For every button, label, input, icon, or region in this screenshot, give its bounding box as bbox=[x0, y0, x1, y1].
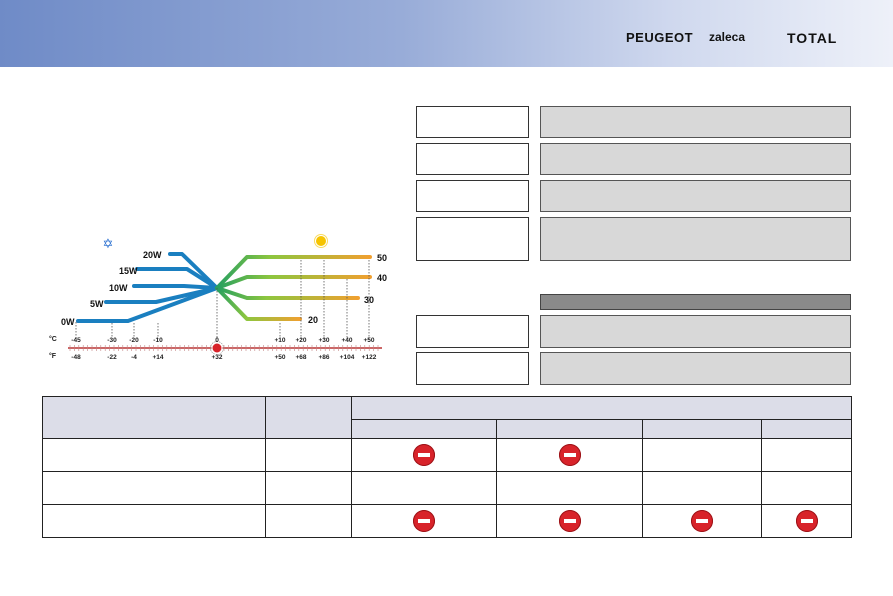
celsius-tick-label: +30 bbox=[318, 337, 329, 344]
spec-value-box-5 bbox=[540, 315, 851, 348]
winter-grade-label: 0W bbox=[61, 317, 75, 327]
table-header-cell-2 bbox=[265, 396, 352, 439]
snowflake-icon: ✡ bbox=[103, 236, 114, 251]
total-logo: TOTAL bbox=[787, 30, 838, 46]
celsius-tick-label: +50 bbox=[363, 337, 374, 344]
table-row bbox=[42, 504, 852, 538]
table-cell bbox=[265, 438, 352, 472]
summer-grade-line-50 bbox=[215, 255, 372, 290]
restriction-cell bbox=[496, 438, 643, 472]
spec-value-box-3 bbox=[540, 180, 851, 212]
summer-grade-label: 50 bbox=[377, 253, 387, 263]
no-entry-icon bbox=[691, 510, 713, 532]
fahrenheit-tick-label: +86 bbox=[318, 354, 329, 361]
summer-grade-line-20 bbox=[215, 286, 302, 321]
table-subheader-3 bbox=[642, 419, 762, 439]
summer-grade-line-30 bbox=[215, 286, 360, 300]
restriction-cell bbox=[761, 504, 852, 538]
celsius-tick-label: -20 bbox=[129, 337, 139, 344]
restriction-cell bbox=[642, 471, 762, 505]
spec-value-box-6 bbox=[540, 352, 851, 385]
table-subheader-1 bbox=[351, 419, 497, 439]
restriction-cell bbox=[761, 438, 852, 472]
table-header-group bbox=[351, 396, 852, 420]
no-entry-icon bbox=[558, 444, 581, 466]
spec-value-box-1 bbox=[540, 106, 851, 138]
summer-grade-label: 40 bbox=[377, 273, 387, 283]
spec-value-box-4 bbox=[540, 217, 851, 261]
fahrenheit-tick-label: +50 bbox=[274, 354, 285, 361]
celsius-tick-label: +10 bbox=[274, 337, 285, 344]
celsius-tick-label: -45 bbox=[71, 337, 81, 344]
peugeot-logo: PEUGEOT bbox=[626, 30, 694, 45]
fahrenheit-tick-label: +14 bbox=[152, 354, 163, 361]
summer-grade-label: 20 bbox=[308, 315, 318, 325]
winter-grade-label: 10W bbox=[109, 283, 128, 293]
winter-grade-line-10w bbox=[132, 284, 219, 290]
fahrenheit-tick-label: -4 bbox=[131, 354, 137, 361]
winter-grade-line-15w bbox=[135, 267, 219, 290]
celsius-tick-label: 0 bbox=[215, 337, 219, 344]
no-entry-icon bbox=[558, 510, 581, 532]
fahrenheit-tick-label: -22 bbox=[107, 354, 117, 361]
table-cell bbox=[42, 504, 266, 538]
zaleca-logo: zaleca bbox=[709, 30, 746, 44]
summer-grade-label: 30 bbox=[364, 295, 374, 305]
fahrenheit-tick-label: +104 bbox=[340, 354, 355, 361]
table-header-cell-1 bbox=[42, 396, 266, 439]
summer-grade-line-40 bbox=[215, 275, 372, 290]
zero-marker bbox=[211, 342, 223, 354]
restriction-cell bbox=[496, 471, 643, 505]
spec-label-box-1 bbox=[416, 106, 529, 138]
winter-grade-label: 5W bbox=[90, 299, 104, 309]
spec-section-header bbox=[540, 294, 851, 310]
sun-icon bbox=[314, 234, 328, 248]
spec-label-box-6 bbox=[416, 352, 529, 385]
spec-label-box-5 bbox=[416, 315, 529, 348]
table-cell bbox=[265, 471, 352, 505]
restriction-cell bbox=[761, 471, 852, 505]
winter-grade-line-5w bbox=[104, 286, 219, 304]
restriction-cell bbox=[351, 438, 497, 472]
table-cell bbox=[42, 438, 266, 472]
celsius-tick-label: -10 bbox=[153, 337, 163, 344]
header-banner: PEUGEOT zaleca TOTAL bbox=[0, 0, 893, 67]
restriction-table bbox=[42, 396, 852, 538]
spec-label-box-3 bbox=[416, 180, 529, 212]
no-entry-icon bbox=[413, 510, 435, 532]
winter-grade-label: 15W bbox=[119, 266, 138, 276]
winter-grade-line-0w bbox=[76, 286, 219, 323]
celsius-unit-label: °C bbox=[49, 335, 57, 343]
restriction-cell bbox=[642, 438, 762, 472]
spec-label-box-4 bbox=[416, 217, 529, 261]
spec-value-box-2 bbox=[540, 143, 851, 175]
table-row bbox=[42, 471, 852, 505]
fahrenheit-unit-label: °F bbox=[49, 352, 57, 360]
no-entry-icon bbox=[795, 510, 818, 532]
fahrenheit-tick-label: -48 bbox=[71, 354, 81, 361]
restriction-cell bbox=[351, 504, 497, 538]
fahrenheit-tick-label: +122 bbox=[362, 354, 377, 361]
restriction-cell bbox=[642, 504, 762, 538]
celsius-tick-label: +40 bbox=[341, 337, 352, 344]
winter-grade-line-20w bbox=[168, 252, 219, 290]
table-cell bbox=[42, 471, 266, 505]
fahrenheit-tick-label: +68 bbox=[295, 354, 306, 361]
no-entry-icon bbox=[413, 444, 435, 466]
restriction-cell bbox=[351, 471, 497, 505]
svg-text:✡: ✡ bbox=[103, 236, 114, 251]
table-cell bbox=[265, 504, 352, 538]
celsius-tick-label: -30 bbox=[107, 337, 117, 344]
restriction-cell bbox=[496, 504, 643, 538]
table-subheader-4 bbox=[761, 419, 852, 439]
zero-marker-ring bbox=[210, 341, 224, 355]
table-row bbox=[42, 438, 852, 472]
fahrenheit-tick-label: +32 bbox=[211, 354, 222, 361]
table-subheader-2 bbox=[496, 419, 643, 439]
winter-grade-label: 20W bbox=[143, 250, 162, 260]
spec-label-box-2 bbox=[416, 143, 529, 175]
celsius-tick-label: +20 bbox=[295, 337, 306, 344]
